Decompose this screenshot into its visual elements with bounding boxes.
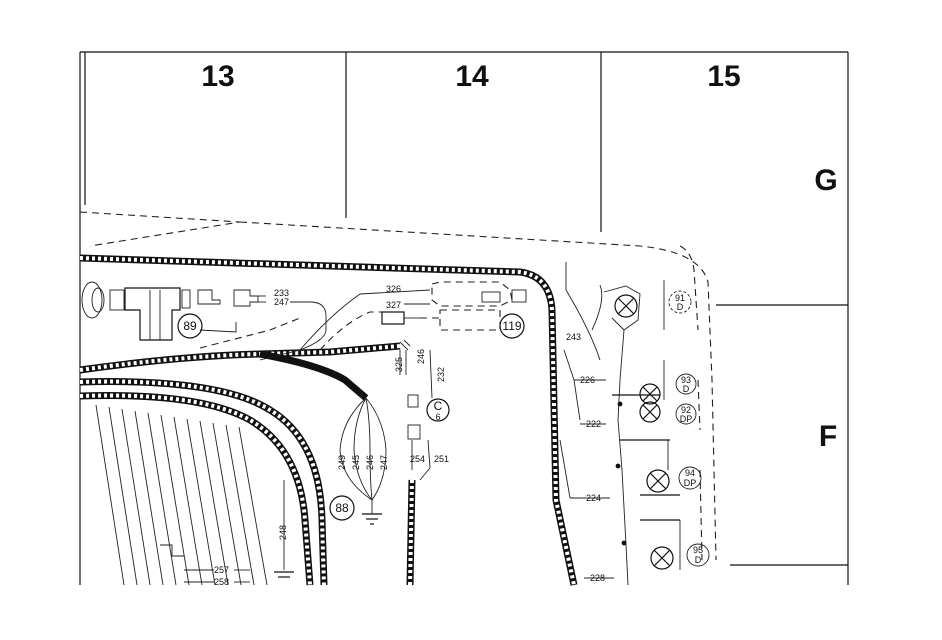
component-93-number: 93 <box>681 375 691 385</box>
component-119-assembly <box>420 281 527 331</box>
lamp-wiring: 243 226 222 224 228 <box>559 262 681 586</box>
wire-label-251: 251 <box>434 454 449 464</box>
hatch-line <box>160 414 190 586</box>
main-harness <box>79 254 578 586</box>
wire-label-246-top: 246 <box>416 349 426 364</box>
wire-label-249: 249 <box>337 455 347 470</box>
hatch-line <box>199 420 229 586</box>
component-95-sub: D <box>695 555 702 565</box>
ground-88[interactable]: 88 <box>329 495 355 521</box>
component-91-number: 91 <box>675 293 685 303</box>
hatch-line <box>173 416 203 586</box>
wire-label-327: 327 <box>386 300 401 310</box>
hatch-line <box>95 404 125 586</box>
wire-label-233: 233 <box>274 288 289 298</box>
hatch-line <box>212 422 242 586</box>
wire-label-248: 248 <box>278 525 288 540</box>
cable-ties <box>399 339 411 351</box>
wire-label-254: 254 <box>410 454 425 464</box>
component-95-number: 95 <box>693 545 703 555</box>
hatched-area <box>95 404 268 586</box>
component-92-sub: DP <box>680 414 693 424</box>
wire-label-246-fan: 246 <box>365 455 375 470</box>
hatch-line <box>186 418 216 586</box>
relay-area: 325 246 232 254 251 <box>394 349 449 481</box>
component-95[interactable]: 95 D <box>686 543 710 567</box>
connector-cluster-left <box>81 281 327 361</box>
component-91[interactable]: 91 D <box>668 290 692 314</box>
wire-label-228: 228 <box>590 573 605 583</box>
wire-label-325: 325 <box>394 357 404 372</box>
lamp-95 <box>650 546 674 570</box>
wire-248: 248 <box>274 480 294 578</box>
wire-257-258: 257 258 <box>160 544 250 587</box>
relay-c6-letter: C <box>434 399 443 413</box>
component-93-sub: D <box>683 384 690 394</box>
row-label-f: F <box>819 420 837 453</box>
hatch-line <box>121 408 151 586</box>
column-label-14: 14 <box>455 60 489 93</box>
wire-233-247: 233 247 <box>274 288 289 307</box>
hatch-line <box>225 424 255 586</box>
component-93[interactable]: 93 D <box>675 373 697 395</box>
lamp-94 <box>646 469 670 493</box>
wire-label-222: 222 <box>586 419 601 429</box>
column-labels: 13 14 15 <box>201 60 740 93</box>
component-94-sub: DP <box>684 478 697 488</box>
wire-label-232: 232 <box>436 367 446 382</box>
row-labels: G F <box>814 164 837 453</box>
lamp-92 <box>639 401 661 423</box>
component-119[interactable]: 119 <box>499 313 525 339</box>
column-label-13: 13 <box>201 60 234 93</box>
row-label-g: G <box>814 164 837 197</box>
ground-88-label: 88 <box>335 501 349 515</box>
grid-frame <box>79 51 849 585</box>
hatch-line <box>238 426 268 586</box>
lamp-top <box>614 294 638 318</box>
wire-label-226: 226 <box>580 375 595 385</box>
component-94[interactable]: 94 DP <box>678 466 702 490</box>
component-89-label: 89 <box>183 319 197 333</box>
hatch-line <box>108 406 138 586</box>
wire-label-326: 326 <box>386 284 401 294</box>
hatch-line <box>134 410 164 586</box>
component-92[interactable]: 92 DP <box>675 403 697 425</box>
wire-label-245: 245 <box>351 455 361 470</box>
hatch-line <box>147 412 177 586</box>
ground-fanout: 249 245 246 247 <box>337 397 389 525</box>
wire-label-247-fan: 247 <box>379 455 389 470</box>
wire-label-224: 224 <box>586 493 601 503</box>
relay-c6[interactable]: C 6 <box>426 398 450 422</box>
component-94-number: 94 <box>685 468 695 478</box>
wire-label-257: 257 <box>214 565 229 575</box>
wire-label-247: 247 <box>274 297 289 307</box>
component-119-label: 119 <box>502 319 521 333</box>
component-92-number: 92 <box>681 405 691 415</box>
wire-label-258: 258 <box>214 577 229 587</box>
component-91-sub: D <box>677 302 684 312</box>
wire-326-327: 326 327 <box>299 284 431 351</box>
column-label-15: 15 <box>707 60 740 93</box>
component-89[interactable]: 89 <box>177 313 203 339</box>
lamp-93 <box>639 383 661 405</box>
relay-c6-number: 6 <box>435 412 440 422</box>
wire-label-243: 243 <box>566 332 581 342</box>
